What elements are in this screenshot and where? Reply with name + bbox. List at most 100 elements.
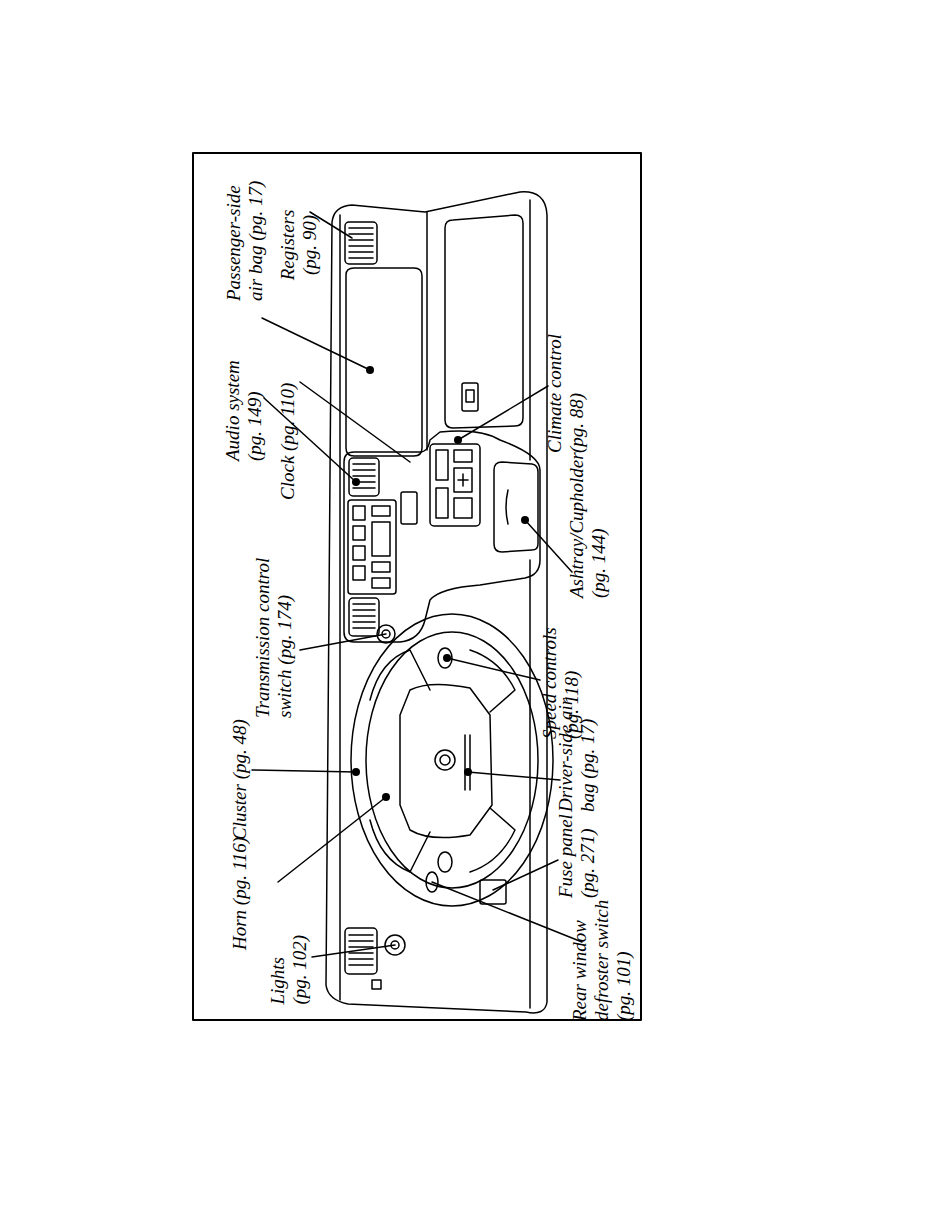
leader-line <box>300 634 386 650</box>
ashtray-cupholder <box>506 490 508 524</box>
dashboard-illustration <box>193 153 641 1020</box>
passenger-air-bag-panel <box>346 268 422 456</box>
callout-label: Fuse panel (pg. 271) <box>555 806 599 898</box>
callout-label: Driver-side air bag (pg. 17) <box>555 688 599 812</box>
leader-line <box>447 658 540 680</box>
callout-label: Rear window defroster switch (pg. 101) <box>569 895 635 1021</box>
callout-label: Transmission control switch (pg. 174) <box>252 552 296 718</box>
leader-line <box>493 860 558 890</box>
center-register <box>349 598 379 636</box>
audio-unit <box>372 506 390 516</box>
leader-line <box>300 382 410 462</box>
glove-box <box>445 215 523 428</box>
callout-label: Ashtray/Cupholder (pg. 144) <box>566 446 610 598</box>
climate-control-unit <box>436 450 448 480</box>
leader-dot <box>454 436 462 444</box>
steering-wheel <box>435 750 455 770</box>
leader-dot <box>382 793 390 801</box>
dashboard-outline <box>326 192 547 1013</box>
audio-unit <box>348 500 396 594</box>
callout-label: Lights (pg. 102) <box>267 926 311 1005</box>
steering-wheel <box>465 735 470 790</box>
leader-dot <box>443 654 451 662</box>
passenger-air-bag-panel <box>346 268 422 456</box>
steering-wheel <box>470 650 515 872</box>
leader-dot <box>521 516 529 524</box>
steering-wheel <box>351 614 553 906</box>
callout-label: Clock (pg. 110) <box>277 340 299 500</box>
callout-label: Horn (pg. 116) <box>229 790 251 950</box>
leader-line <box>312 945 395 957</box>
leader-dot <box>352 768 360 776</box>
leader-line <box>262 318 370 370</box>
leader-dot <box>366 366 374 374</box>
dashboard-outline <box>529 200 531 460</box>
frame <box>193 153 641 1020</box>
leader-dot <box>464 768 472 776</box>
steering-wheel <box>351 614 553 906</box>
audio-unit <box>372 562 390 572</box>
steering-wheel <box>438 648 452 668</box>
climate-control-unit <box>436 488 448 518</box>
leader-dot <box>352 366 529 801</box>
center-register <box>349 458 379 496</box>
leader-line <box>252 770 356 772</box>
ashtray-cupholder <box>494 462 538 552</box>
leader-line <box>525 520 572 572</box>
steering-wheel <box>370 650 430 872</box>
audio-unit <box>372 522 390 556</box>
steering-wheel <box>438 852 452 872</box>
audio-unit <box>353 546 365 560</box>
steering-wheel <box>440 755 450 765</box>
climate-control-unit <box>454 468 472 492</box>
leader-line <box>458 386 548 440</box>
callout-label: Passenger-side air bag (pg. 17) <box>223 175 267 301</box>
dashboard-outline <box>426 212 428 450</box>
callout-label: Audio system (pg. 149) <box>222 349 266 461</box>
climate-control-unit <box>454 450 472 462</box>
audio-unit <box>353 526 365 540</box>
audio-unit <box>353 506 365 520</box>
driver-register <box>345 928 405 989</box>
dashboard-outline <box>339 215 341 1000</box>
leader-line <box>278 797 386 882</box>
fuse-panel-cover <box>480 880 506 904</box>
leader-dot <box>352 478 360 486</box>
driver-register <box>372 980 381 989</box>
glove-box <box>462 383 478 411</box>
callout-label: Climate control (pg. 88) <box>544 327 588 453</box>
center-register <box>353 464 375 488</box>
ashtray-cupholder <box>494 462 538 552</box>
climate-control-unit <box>430 444 480 526</box>
clock-display <box>401 492 417 524</box>
leader-line <box>468 772 560 780</box>
glove-box <box>466 390 474 402</box>
callout-label: Registers (pg. 90) <box>277 202 321 288</box>
center-stack <box>344 431 540 642</box>
steering-wheel <box>366 632 538 888</box>
center-register <box>349 458 379 636</box>
passenger-register <box>349 228 373 258</box>
leader-line <box>252 212 582 957</box>
climate-control-unit <box>454 498 472 518</box>
passenger-register <box>345 222 377 264</box>
dashboard-outline <box>326 192 547 1013</box>
callout-label: Cluster (pg. 48) <box>229 680 251 840</box>
center-stack <box>344 431 540 642</box>
passenger-register <box>345 222 377 264</box>
clock-display <box>401 492 417 524</box>
fuse-panel-cover <box>480 880 506 904</box>
center-register <box>353 604 375 628</box>
climate-control-unit <box>430 444 480 526</box>
audio-unit <box>353 566 365 580</box>
frame <box>193 153 641 1020</box>
steering-wheel <box>400 684 492 837</box>
audio-unit <box>372 578 390 588</box>
audio-unit <box>348 500 396 594</box>
glove-box <box>445 215 523 428</box>
dashboard-outline <box>529 560 531 1008</box>
climate-control-unit <box>458 474 468 486</box>
